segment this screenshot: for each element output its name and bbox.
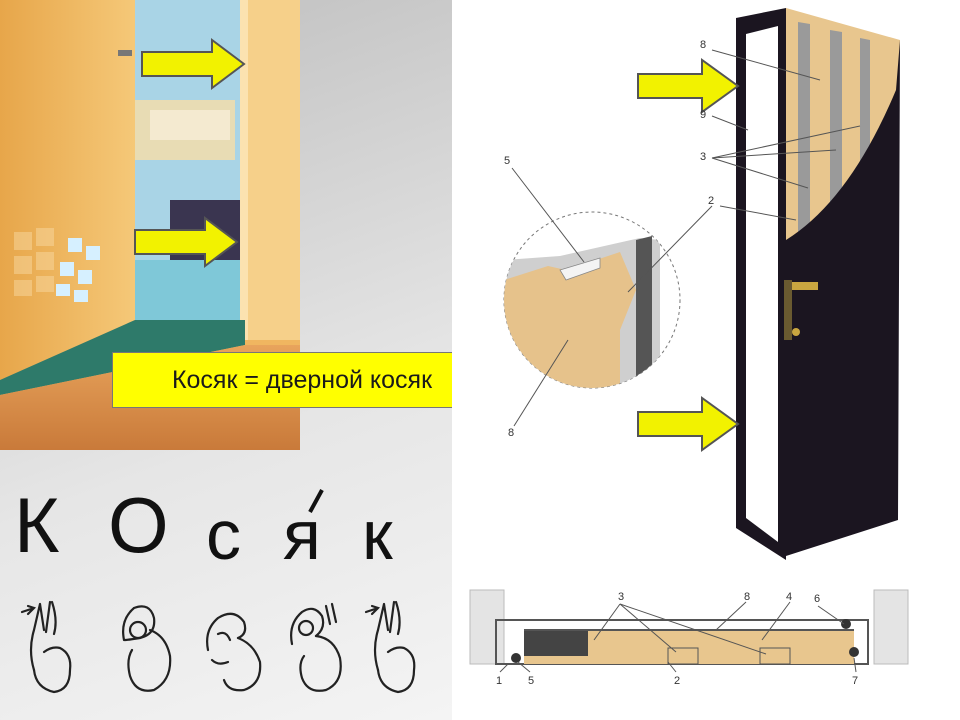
letter-3: с bbox=[206, 496, 241, 574]
hand-sign-o-icon bbox=[122, 605, 172, 692]
label-door-2: 2 bbox=[708, 195, 714, 207]
label-section-1: 1 bbox=[496, 675, 502, 687]
label-section-8: 8 bbox=[744, 591, 750, 603]
label-section-5: 5 bbox=[528, 675, 534, 687]
letter-4: я bbox=[283, 496, 321, 574]
label-section-6: 6 bbox=[814, 593, 820, 605]
door-photo bbox=[0, 0, 300, 450]
label-zoom-5: 5 bbox=[504, 155, 510, 167]
door-arrows bbox=[637, 58, 740, 452]
label-door-8: 8 bbox=[700, 39, 706, 51]
door-drawing bbox=[736, 8, 900, 560]
zoom-detail bbox=[503, 167, 713, 427]
caption-box: Косяк = дверной косяк bbox=[112, 352, 492, 408]
hand-sign-k-icon bbox=[20, 600, 72, 694]
cross-section bbox=[469, 589, 909, 665]
letter-1: К bbox=[14, 481, 60, 569]
label-section-7: 7 bbox=[852, 675, 858, 687]
label-door-3: 3 bbox=[700, 151, 706, 163]
label-door-9: 9 bbox=[700, 109, 706, 121]
hand-sign-k-2-icon bbox=[364, 600, 416, 694]
hand-sign-ya-icon bbox=[290, 602, 342, 692]
label-section-3: 3 bbox=[618, 591, 624, 603]
label-zoom-8: 8 bbox=[508, 427, 514, 439]
caption-text: Косяк = дверной косяк bbox=[171, 365, 433, 394]
hand-sign-s-icon bbox=[206, 612, 262, 692]
stress-mark bbox=[308, 489, 324, 513]
label-section-2: 2 bbox=[674, 675, 680, 687]
letter-2: О bbox=[108, 481, 169, 569]
label-section-4: 4 bbox=[786, 591, 792, 603]
letter-5: к bbox=[362, 496, 393, 574]
